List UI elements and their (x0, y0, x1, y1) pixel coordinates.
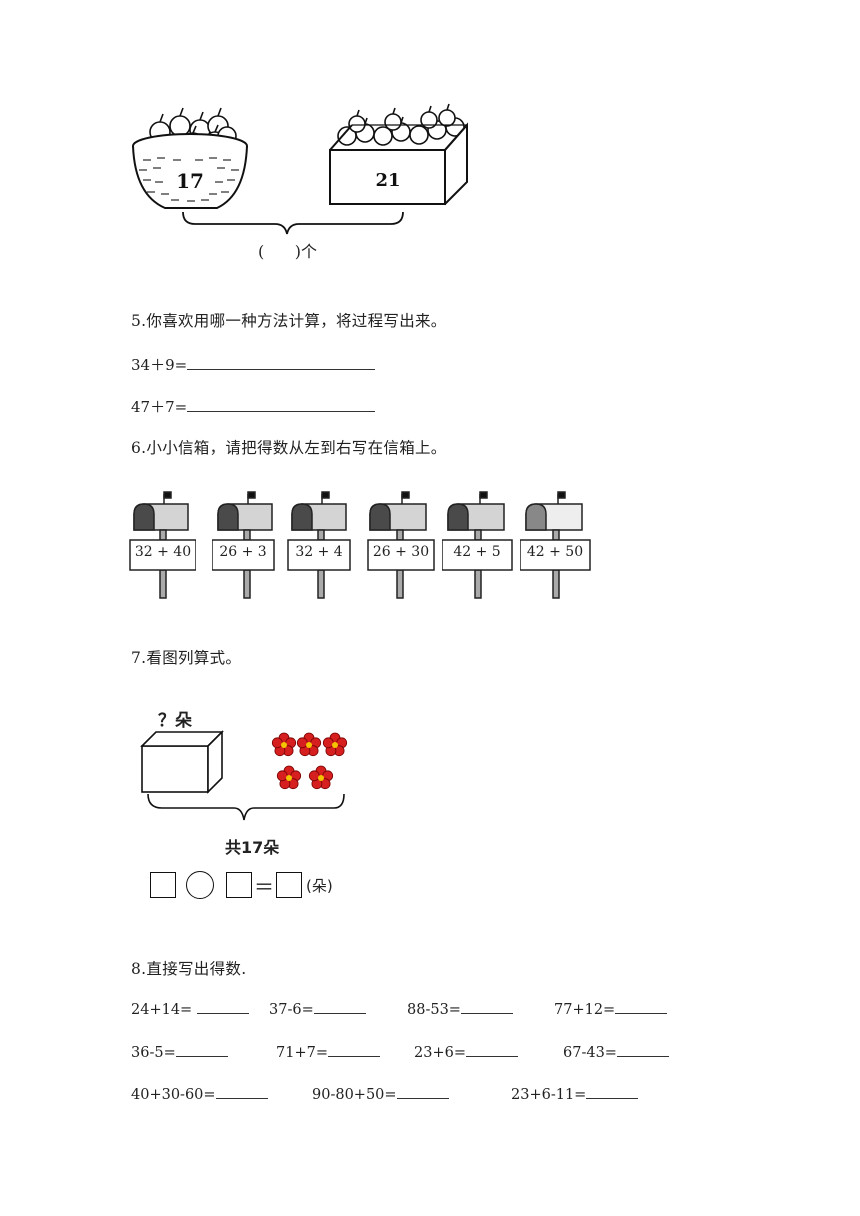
q8-item: 23+6= (414, 1044, 518, 1061)
q8-answer-blank[interactable] (175, 1044, 228, 1057)
q7-figure (140, 730, 348, 821)
basket-count: 17 (176, 169, 204, 193)
q8-item: 90-80+50= (312, 1086, 449, 1103)
answer-label: ( )个 (258, 242, 318, 261)
mailbox-1[interactable]: 32 + 40 (128, 490, 197, 602)
box-apples (337, 103, 465, 146)
q8-item: 71+7= (276, 1044, 380, 1061)
q7-equation: ＝ (朵) (150, 870, 333, 900)
mailbox-4[interactable]: 26 + 30 (364, 490, 436, 602)
q8-expression: 77+12= (554, 1002, 616, 1018)
q8-expression: 40+30-60= (131, 1087, 216, 1103)
q5-answer-blank-2[interactable] (187, 397, 376, 412)
q8-expression: 36-5= (131, 1045, 176, 1061)
q8-item: 40+30-60= (131, 1086, 268, 1103)
brace (182, 211, 404, 235)
q8-answer-blank[interactable] (215, 1086, 268, 1099)
q8-expression: 37-6= (269, 1002, 314, 1018)
q8-expression: 67-43= (563, 1045, 617, 1061)
q8-title: 8.直接写出得数. (131, 960, 247, 978)
mailbox-6[interactable]: 42 + 50 (519, 490, 592, 602)
q8-item: 36-5= (131, 1044, 228, 1061)
q5-title: 5.你喜欢用哪一种方法计算，将过程写出来。 (131, 312, 447, 330)
q7-total-label: 共17朵 (225, 838, 280, 857)
q7-blank-box-2[interactable] (226, 872, 252, 898)
q8-answer-blank[interactable] (586, 1086, 639, 1099)
mailbox-3[interactable]: 32 + 4 (286, 490, 354, 602)
q8-item: 88-53= (407, 1001, 513, 1018)
q8-expression: 24+14= (131, 1002, 193, 1018)
mailbox-icon (211, 491, 275, 599)
q7-operator-circle[interactable] (186, 871, 214, 899)
q8-expression: 71+7= (276, 1045, 328, 1061)
mailbox-expression-2: 26 + 3 (219, 544, 267, 560)
q8-answer-blank[interactable] (327, 1044, 380, 1057)
q8-item: 37-6= (269, 1001, 366, 1018)
mailbox-icon (441, 491, 513, 599)
q5-expression-2: 47＋7= (131, 398, 188, 416)
q5-expression-1: 34＋9= (131, 356, 188, 374)
q7-unit: (朵) (306, 876, 333, 895)
mailbox-icon (287, 491, 351, 599)
q8-item: 67-43= (563, 1044, 669, 1061)
q5-line-2: 47＋7= (131, 396, 376, 417)
q7-title: 7.看图列算式。 (131, 649, 242, 667)
mailbox-expression-6: 42 + 50 (526, 544, 584, 560)
q8-expression: 90-80+50= (312, 1087, 397, 1103)
q8-item: 23+6-11= (511, 1086, 639, 1103)
q7-brace (147, 793, 345, 821)
q8-expression: 23+6= (414, 1045, 466, 1061)
mailbox-icon (367, 491, 435, 599)
mailbox-expression-4: 26 + 30 (372, 544, 430, 560)
box-count: 21 (375, 170, 400, 191)
mailbox-icon (519, 491, 591, 599)
q8-item: 24+14= (131, 1001, 249, 1018)
box (329, 122, 468, 206)
basket (132, 133, 248, 209)
q8-item: 77+12= (554, 1001, 668, 1018)
mailbox-expression-5: 42 + 5 (453, 544, 501, 560)
q8-expression: 88-53= (407, 1002, 461, 1018)
q5-answer-blank-1[interactable] (187, 355, 376, 370)
q8-answer-blank[interactable] (465, 1044, 518, 1057)
q8-answer-blank[interactable] (196, 1001, 249, 1014)
q7-result-box[interactable] (276, 872, 302, 898)
cube-icon (140, 730, 224, 794)
q8-expression: 23+6-11= (511, 1087, 587, 1103)
q8-answer-blank[interactable] (313, 1001, 366, 1014)
q7-equal-sign: ＝ (254, 874, 274, 899)
q5-line-1: 34＋9= (131, 354, 376, 375)
q7-blank-box-1[interactable] (150, 872, 176, 898)
q8-answer-blank[interactable] (396, 1086, 449, 1099)
apples-figure: 17 21 (132, 103, 468, 235)
mailbox-5[interactable]: 42 + 5 (441, 490, 514, 602)
mailbox-expression-1: 32 + 40 (134, 544, 192, 560)
flower-icons (271, 732, 348, 790)
q6-title: 6.小小信箱，请把得数从左到右写在信箱上。 (131, 439, 447, 457)
q8-answer-blank[interactable] (460, 1001, 513, 1014)
mailbox-expression-3: 32 + 4 (295, 544, 343, 560)
mailbox-2[interactable]: 26 + 3 (211, 490, 280, 602)
q8-answer-blank[interactable] (615, 1001, 668, 1014)
q7-question-label: ？朵 (158, 711, 192, 731)
q8-answer-blank[interactable] (616, 1044, 669, 1057)
